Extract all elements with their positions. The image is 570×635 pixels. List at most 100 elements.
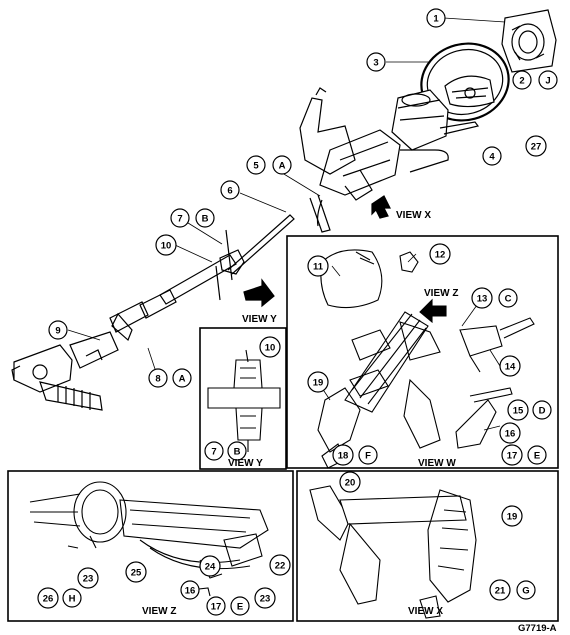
callout-18: 18: [332, 444, 354, 466]
svg-text:8: 8: [155, 374, 160, 385]
letter-e-2: E: [230, 596, 250, 616]
svg-text:27: 27: [531, 142, 542, 153]
svg-text:22: 22: [275, 561, 286, 572]
arrow-label-view-z: VIEW Z: [424, 288, 458, 299]
callout-14: 14: [499, 355, 521, 377]
svg-text:4: 4: [489, 152, 495, 163]
svg-text:12: 12: [435, 250, 446, 261]
letter-f: F: [358, 445, 378, 465]
svg-text:6: 6: [227, 186, 232, 197]
view-w-caption: VIEW W: [418, 458, 456, 469]
svg-text:3: 3: [373, 58, 378, 69]
svg-text:G: G: [522, 586, 529, 597]
svg-text:7: 7: [177, 214, 182, 225]
svg-text:13: 13: [477, 294, 488, 305]
view-x-drawing: [309, 485, 477, 619]
callout-16b: 16: [180, 580, 200, 600]
callout-7: 7: [170, 208, 190, 228]
svg-text:H: H: [69, 594, 76, 605]
svg-text:26: 26: [43, 594, 54, 605]
letter-j: J: [538, 70, 558, 90]
svg-text:2: 2: [519, 76, 524, 87]
callout-5: 5: [246, 155, 266, 175]
svg-text:9: 9: [55, 326, 60, 337]
svg-text:7: 7: [211, 447, 216, 458]
callout-19: 19: [307, 371, 329, 393]
letter-keys: J A B A B C D E F G H E: [62, 70, 558, 616]
view-z-caption: VIEW Z: [142, 606, 176, 617]
letter-d: D: [532, 400, 552, 420]
letter-e-1: E: [527, 445, 547, 465]
callout-2: 2: [512, 70, 532, 90]
callout-13: 13: [471, 287, 493, 309]
svg-text:23: 23: [260, 594, 271, 605]
svg-text:17: 17: [211, 602, 222, 613]
callout-9: 9: [48, 320, 68, 340]
svg-text:16: 16: [505, 429, 516, 440]
svg-text:D: D: [539, 406, 546, 417]
svg-text:18: 18: [338, 451, 349, 462]
callout-20: 20: [339, 471, 361, 493]
callout-1: 1: [426, 8, 446, 28]
svg-text:15: 15: [513, 406, 524, 417]
callout-21: 21: [489, 579, 511, 601]
view-y-caption: VIEW Y: [228, 458, 263, 469]
callout-23: 23: [77, 567, 99, 589]
svg-text:1: 1: [433, 14, 439, 25]
letter-h: H: [62, 588, 82, 608]
svg-text:23: 23: [83, 574, 94, 585]
callout-6: 6: [220, 180, 240, 200]
svg-text:11: 11: [313, 262, 324, 273]
callout-19b: 19: [501, 505, 523, 527]
callout-17b: 17: [206, 596, 226, 616]
callout-22: 22: [269, 554, 291, 576]
svg-text:E: E: [534, 451, 540, 462]
view-x-caption: VIEW X: [408, 606, 443, 617]
svg-text:J: J: [545, 76, 550, 87]
letter-b-1: B: [195, 208, 215, 228]
svg-text:20: 20: [345, 478, 356, 489]
svg-text:25: 25: [131, 568, 142, 579]
figure-id: G7719-A: [518, 623, 557, 634]
svg-text:10: 10: [265, 343, 276, 354]
view-labels: VIEW X VIEW Y VIEW Z VIEW Y VIEW W VIEW …: [142, 210, 557, 634]
svg-text:F: F: [365, 451, 371, 462]
callout-25: 25: [125, 561, 147, 583]
view-y-drawing: [207, 349, 281, 452]
svg-text:19: 19: [313, 378, 324, 389]
view-x-frame: [296, 470, 559, 622]
letter-a-2: A: [172, 368, 192, 388]
svg-text:A: A: [179, 374, 186, 385]
svg-text:14: 14: [505, 362, 516, 373]
callout-7b: 7: [204, 441, 224, 461]
svg-text:21: 21: [495, 586, 506, 597]
callout-3: 3: [366, 52, 386, 72]
callout-12: 12: [429, 243, 451, 265]
svg-text:B: B: [202, 214, 209, 225]
svg-text:24: 24: [205, 562, 216, 573]
svg-text:A: A: [279, 161, 286, 172]
view-y-frame: [199, 327, 287, 470]
letter-g: G: [516, 580, 536, 600]
svg-text:16: 16: [185, 586, 196, 597]
callout-4: 4: [482, 146, 502, 166]
callouts: 1 3 2 4 27 5 6 7 10 9 8 10 7 11 12 13 14…: [37, 8, 547, 616]
svg-text:B: B: [234, 447, 241, 458]
callout-8: 8: [148, 368, 168, 388]
callout-16: 16: [499, 422, 521, 444]
callout-26: 26: [37, 587, 59, 609]
svg-text:17: 17: [507, 451, 518, 462]
view-w-frame: [286, 235, 559, 469]
view-w-drawing: [317, 249, 535, 469]
callout-10: 10: [155, 234, 177, 256]
svg-text:E: E: [237, 602, 243, 613]
svg-text:10: 10: [161, 241, 172, 252]
letter-a-1: A: [272, 155, 292, 175]
callout-24: 24: [199, 555, 221, 577]
view-z-frame: [7, 470, 294, 622]
callout-23b: 23: [254, 587, 276, 609]
callout-17: 17: [501, 444, 523, 466]
callout-27: 27: [525, 135, 547, 157]
steering-wheel-assembly: [11, 9, 557, 411]
